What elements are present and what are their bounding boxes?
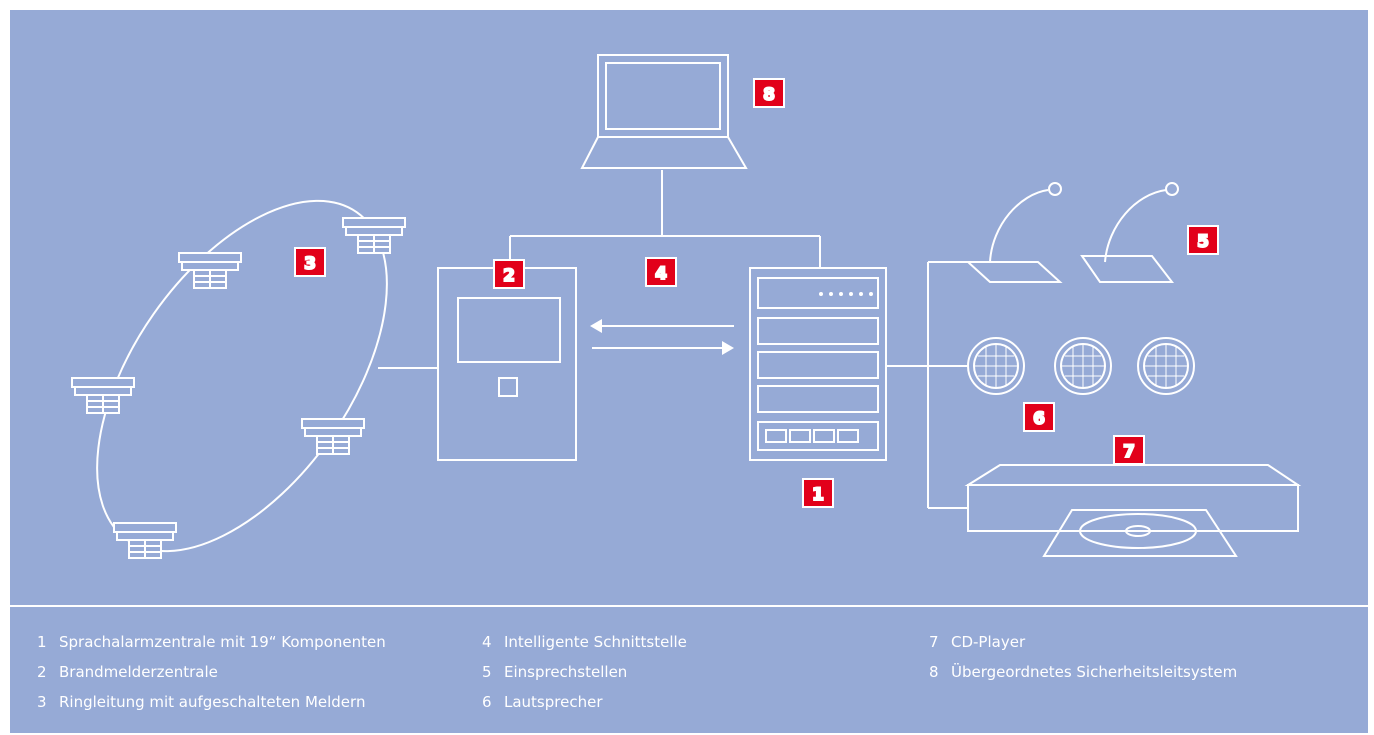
legend-divider	[10, 605, 1368, 607]
detector-icon	[71, 377, 135, 414]
badge-7: 7	[1113, 435, 1145, 465]
detector-icon	[301, 418, 365, 455]
badge-6: 6	[1023, 402, 1055, 432]
badge-1: 1	[802, 478, 834, 508]
badge-2: 2	[493, 259, 525, 289]
detector-icon	[113, 522, 177, 559]
svg-text:7: 7	[1123, 442, 1135, 462]
svg-text:6: 6	[1033, 409, 1045, 429]
cd-player-icon	[964, 464, 1302, 557]
svg-text:5: 5	[1197, 232, 1209, 252]
speaker-icon	[1054, 337, 1112, 395]
rack-icon	[749, 267, 887, 461]
badge-5: 5	[1187, 225, 1219, 255]
badge-4: 4	[645, 257, 677, 287]
laptop-icon	[580, 54, 748, 169]
speaker-icon	[1137, 337, 1195, 395]
svg-text:4: 4	[655, 264, 667, 284]
microphone-station-icon	[1080, 182, 1179, 283]
detector-icon	[342, 217, 406, 254]
svg-text:8: 8	[763, 85, 775, 105]
badge-8: 8	[753, 78, 785, 108]
connection-lines	[378, 170, 976, 509]
diagram-panel	[10, 10, 1368, 733]
fire-panel-icon	[437, 267, 577, 461]
microphone-station-icon	[965, 182, 1063, 283]
svg-text:2: 2	[503, 266, 515, 286]
svg-text:1: 1	[812, 485, 824, 505]
speaker-icon	[967, 337, 1025, 395]
badge-3: 3	[294, 247, 326, 277]
svg-text:3: 3	[304, 254, 316, 274]
detector-icon	[178, 252, 242, 289]
data-arrows	[590, 319, 734, 355]
